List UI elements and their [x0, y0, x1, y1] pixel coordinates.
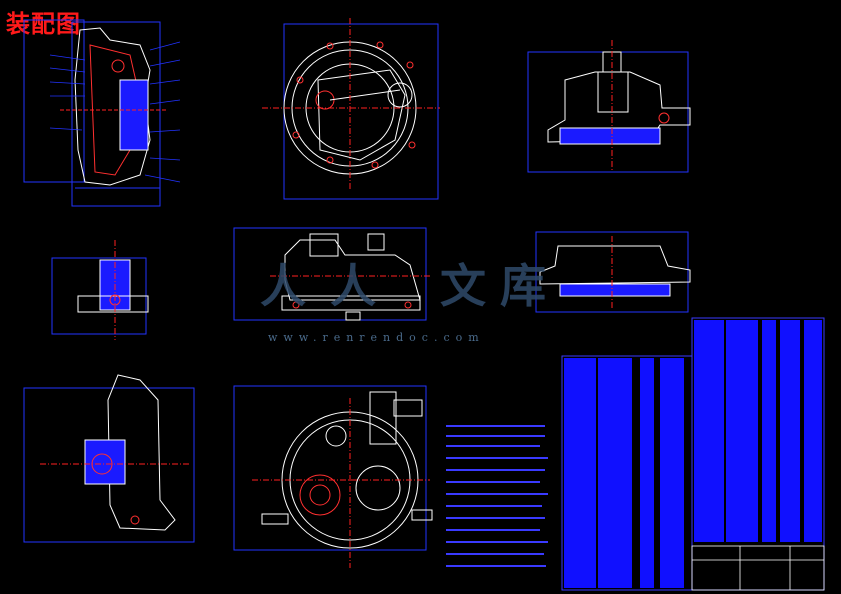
view-bottom-center-front [233, 385, 433, 568]
title-block [691, 545, 825, 591]
view-front-circular-top [262, 18, 440, 200]
parts-list-left [561, 355, 693, 591]
technical-notes-block [446, 425, 548, 567]
parts-list-right [691, 317, 825, 591]
drawing-title: 装配图 [6, 10, 81, 38]
leader-lines-view1 [49, 41, 181, 183]
watermark-glyph-2: 人 [330, 259, 376, 313]
watermark-glyph-1: 人 [260, 259, 306, 313]
watermark-glyph-4: 库 [500, 259, 546, 313]
view-small-part-middle-left [51, 240, 149, 340]
view-bottom-left-section [23, 374, 195, 543]
view-right-flat-part [535, 231, 691, 313]
watermark-glyph-3: 文 [440, 259, 486, 313]
watermark-url: www.renrendoc.com [268, 331, 485, 344]
view-top-right-section [527, 40, 691, 173]
view-side-section-top-left [23, 19, 168, 207]
view-center-assembly-side [233, 227, 430, 321]
